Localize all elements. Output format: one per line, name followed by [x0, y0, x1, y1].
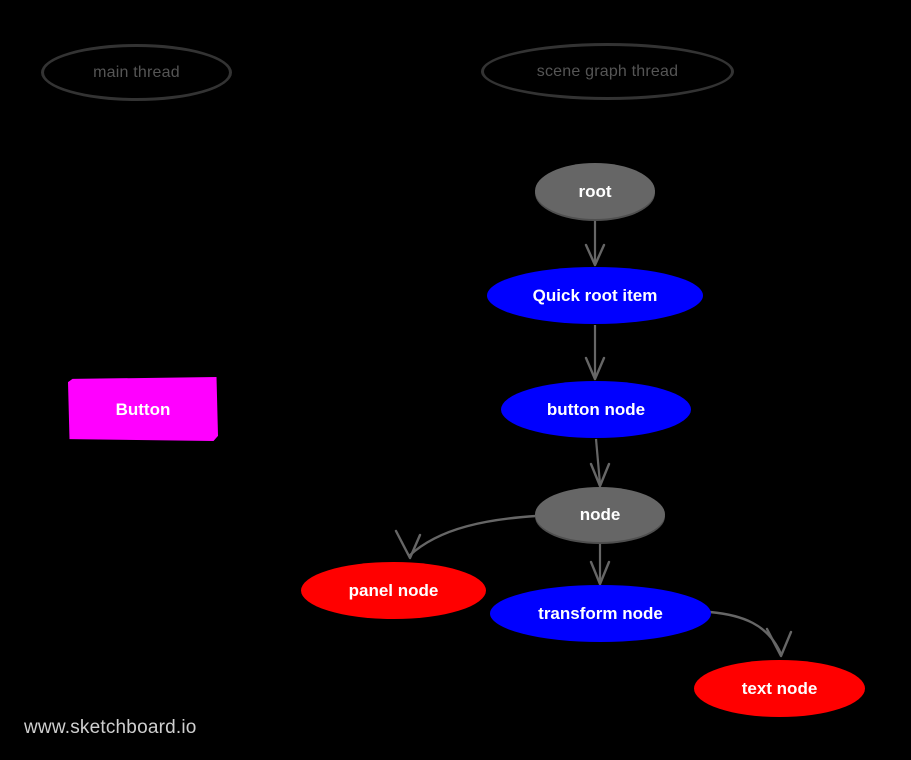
- lane-scene-graph-thread[interactable]: scene graph thread: [481, 43, 734, 100]
- node-panel-node[interactable]: panel node: [301, 562, 486, 619]
- shape-button-label: Button: [115, 399, 171, 419]
- node-root[interactable]: root: [535, 163, 655, 219]
- shape-button[interactable]: Button: [68, 377, 218, 441]
- lane-main-thread[interactable]: main thread: [41, 44, 232, 101]
- edge-button-node-to-node: [589, 438, 611, 488]
- node-transform-node-label: transform node: [538, 604, 663, 623]
- node-root-label: root: [578, 181, 612, 201]
- node-button-node[interactable]: button node: [501, 381, 691, 438]
- node-node[interactable]: node: [535, 487, 665, 542]
- node-button-node-label: button node: [546, 400, 646, 419]
- lane-main-thread-label: main thread: [93, 63, 180, 81]
- edge-node-to-panel-node: [394, 514, 537, 560]
- edge-node-to-transform-node: [589, 543, 611, 586]
- lane-scene-graph-thread-label: scene graph thread: [536, 62, 679, 80]
- node-node-label: node: [579, 505, 621, 524]
- node-panel-node-label: panel node: [348, 581, 439, 600]
- edge-quick-root-item-to-button-node: [584, 325, 606, 381]
- node-quick-root-item[interactable]: Quick root item: [487, 267, 703, 324]
- watermark: www.sketchboard.io: [24, 717, 197, 738]
- edge-root-to-quick-root-item: [584, 220, 606, 267]
- node-text-node[interactable]: text node: [694, 660, 865, 717]
- edge-transform-node-to-text-node: [709, 610, 793, 658]
- node-quick-root-item-label: Quick root item: [532, 286, 658, 305]
- node-transform-node[interactable]: transform node: [490, 585, 711, 642]
- node-text-node-label: text node: [741, 679, 818, 698]
